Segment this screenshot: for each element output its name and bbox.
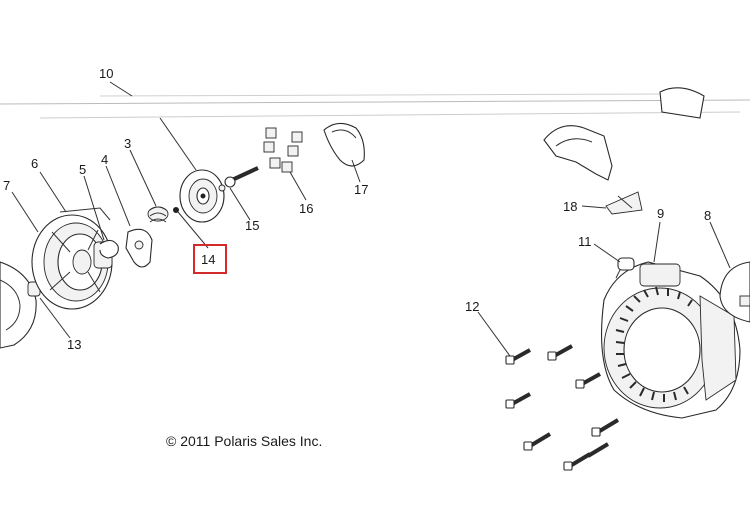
callout-5: 5 [79, 162, 86, 177]
callout-3: 3 [124, 136, 131, 151]
part-5-clip[interactable] [99, 239, 119, 259]
part-12-screws[interactable] [505, 344, 620, 471]
callout-4: 4 [101, 152, 108, 167]
top-bracket [543, 87, 705, 181]
part-18-wedge[interactable] [605, 191, 643, 215]
part-15-bolt[interactable] [218, 166, 259, 192]
part-11-pin[interactable] [615, 257, 635, 279]
callout-8: 8 [704, 208, 711, 223]
callout-15: 15 [245, 218, 259, 233]
callout-7: 7 [3, 178, 10, 193]
part-8-plate[interactable] [719, 261, 750, 323]
highlight-callout-14[interactable]: 14 [193, 244, 227, 274]
copyright-text: © 2011 Polaris Sales Inc. [166, 433, 322, 449]
callout-9: 9 [657, 206, 664, 221]
callout-12: 12 [465, 299, 479, 314]
part-6-7-pulley[interactable] [31, 207, 113, 310]
part-17-cover[interactable] [323, 122, 365, 167]
callout-18: 18 [563, 199, 577, 214]
scan-noise-band [0, 93, 750, 119]
callout-10: 10 [99, 66, 113, 81]
callout-14: 14 [201, 252, 215, 267]
part-4-pawl[interactable] [125, 228, 153, 268]
callout-17: 17 [354, 182, 368, 197]
callout-labels: 10 7 6 5 4 3 15 16 17 13 18 9 8 11 12 [3, 66, 711, 352]
leader-lines [11, 81, 731, 357]
highlight-box [193, 244, 227, 274]
callout-11: 11 [578, 234, 592, 249]
callout-6: 6 [31, 156, 38, 171]
part-16-nuts[interactable] [263, 127, 303, 173]
part-10-disc[interactable] [179, 169, 225, 223]
callout-16: 16 [299, 201, 313, 216]
part-9-housing[interactable] [600, 261, 741, 419]
callout-13: 13 [67, 337, 81, 352]
part-3-spring[interactable] [147, 206, 179, 223]
